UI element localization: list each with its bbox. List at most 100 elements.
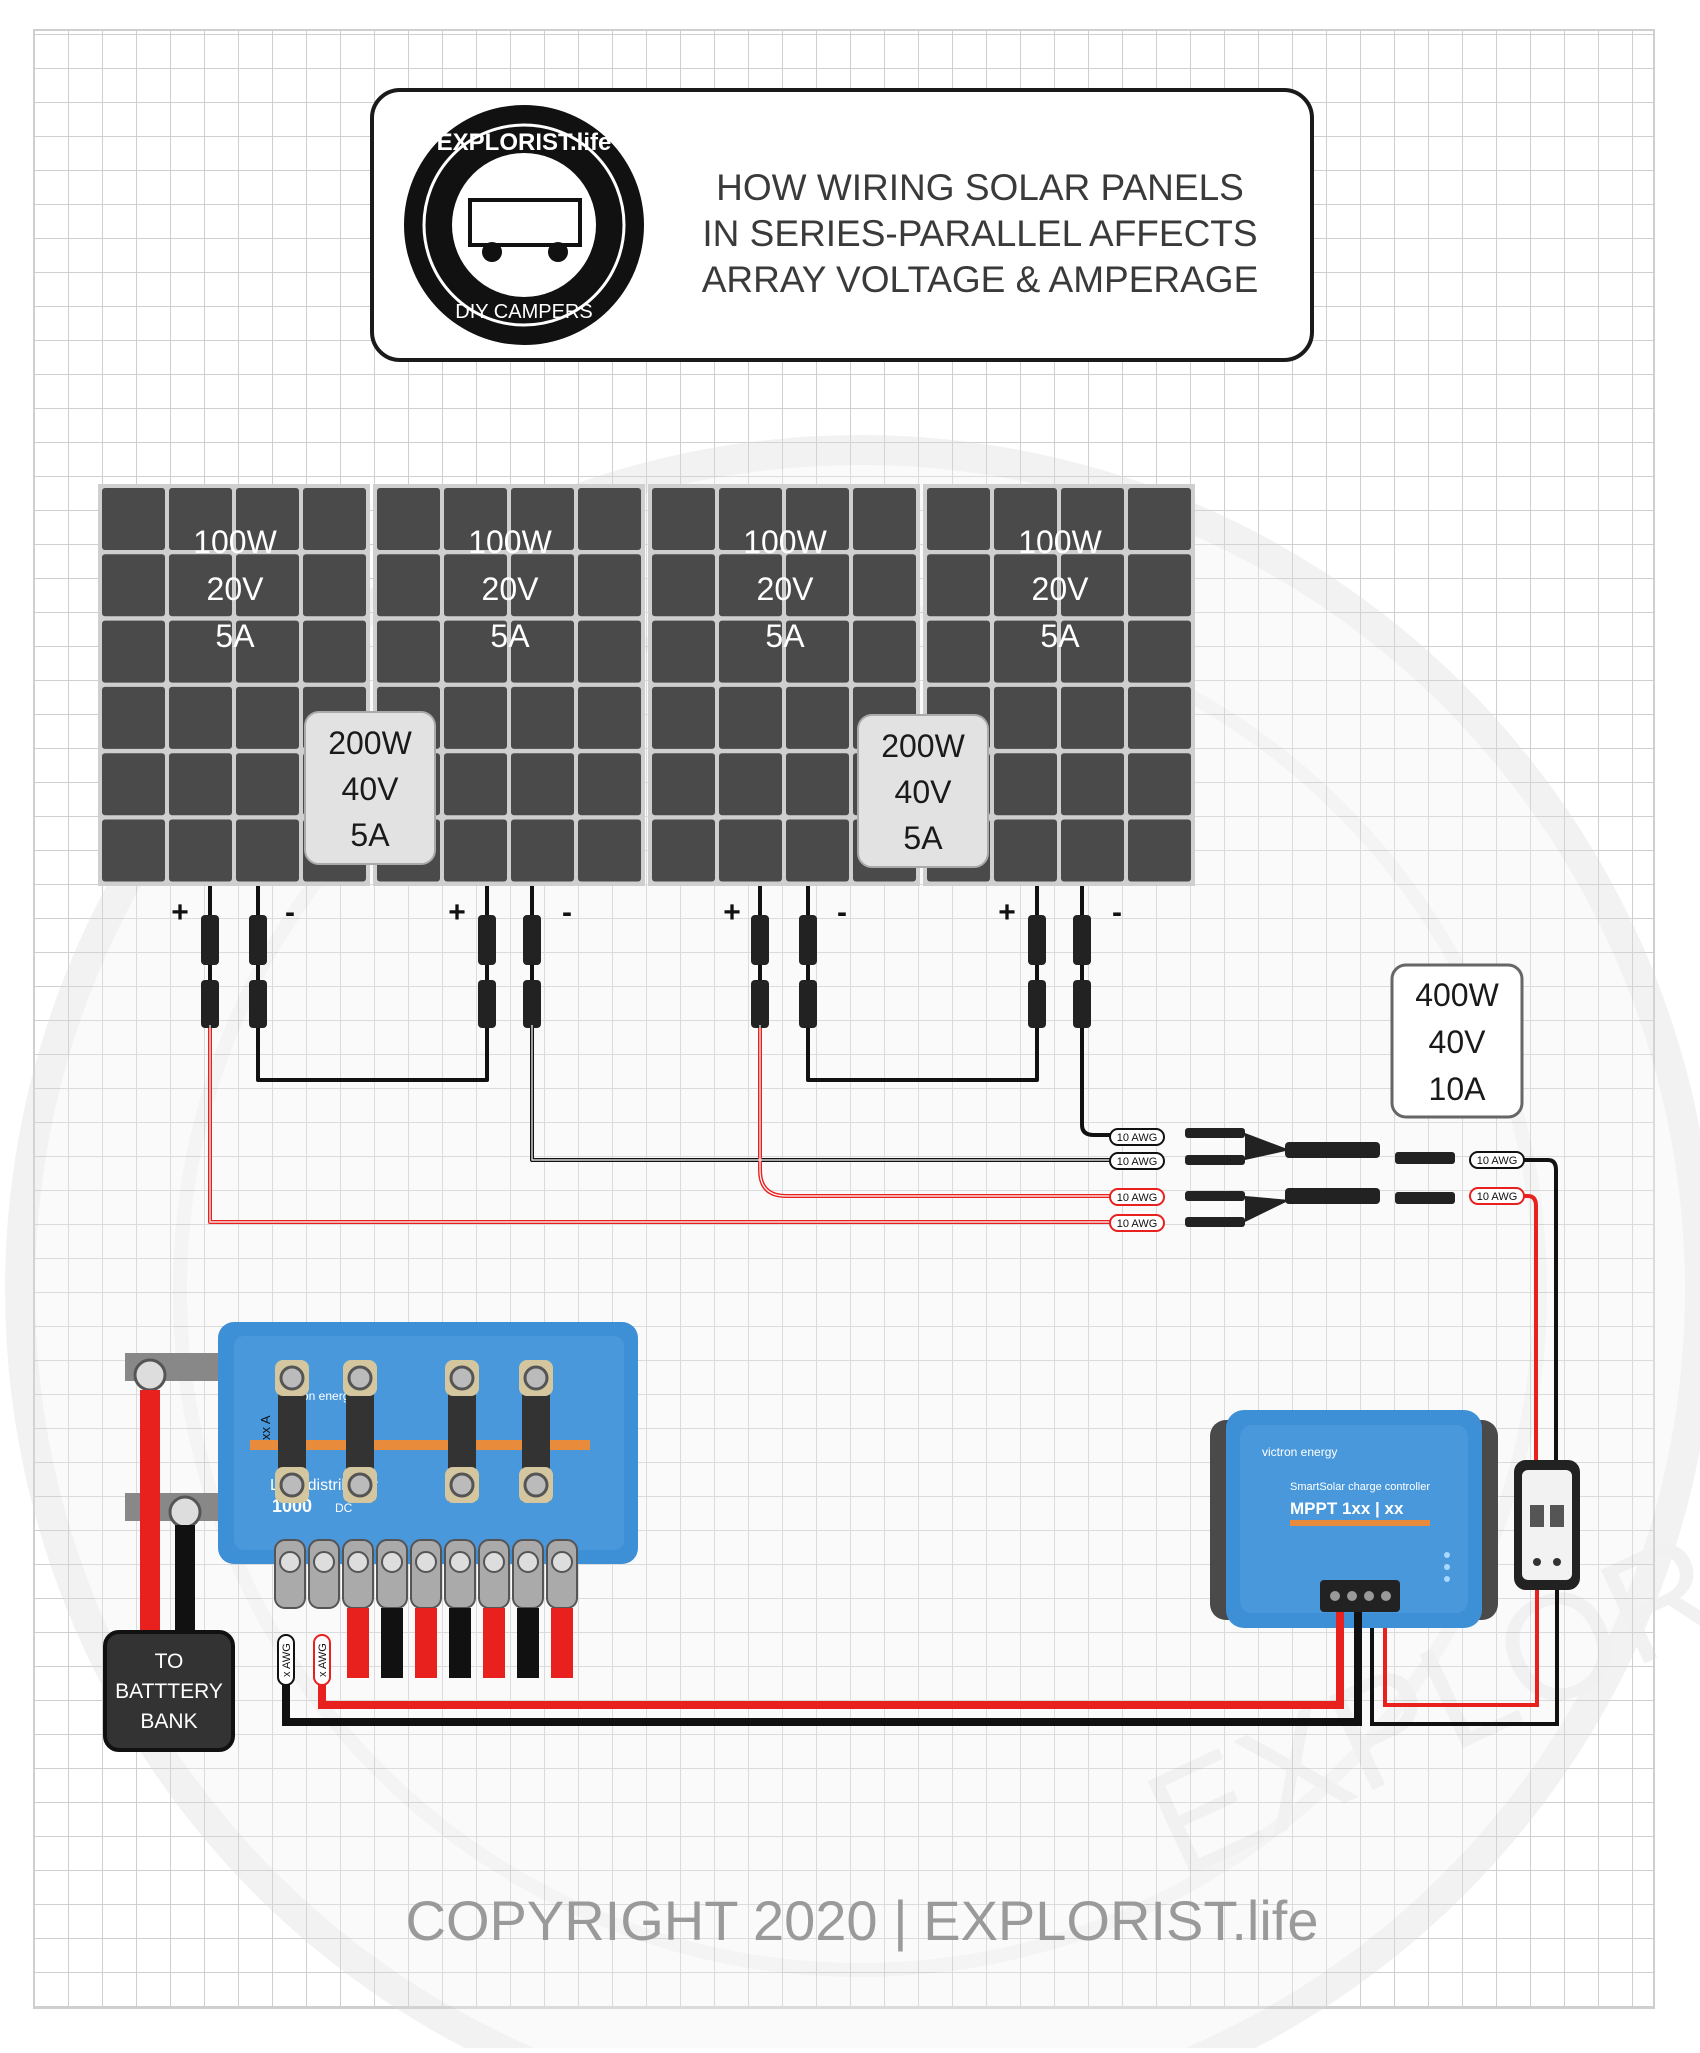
busbar-fuse-1 [275,1360,309,1503]
panel-1-minus-label: - [285,896,295,929]
battery-negative-cable [175,1525,195,1650]
output-lug-9 [546,1539,578,1678]
solar-panel-2 [373,484,645,886]
awg-label-pos-1: 10 AWG [1109,1188,1165,1206]
series-jumper-1 [256,1025,489,1082]
panel-1-volts: 20V [207,571,265,607]
negative-wire-string-2 [1080,1025,1110,1137]
svg-text:10 AWG: 10 AWG [1117,1218,1158,1230]
series-group-2-badge: 200W 40V 5A [857,714,989,868]
van-icon [468,198,582,247]
svg-text:x AWG: x AWG [317,1643,329,1677]
mppt-subtitle: SmartSolar charge controller [1290,1481,1430,1493]
series-2-watts: 200W [881,728,965,764]
mppt-terminal-block [1320,1580,1400,1612]
panel-1-plus-label: + [171,896,189,929]
svg-text:10 AWG: 10 AWG [1117,1156,1158,1168]
positive-inline-connector [1395,1192,1455,1204]
logo-bottom-text: DIY CAMPERS [455,301,592,323]
awg-label-neg-1: 10 AWG [1109,1128,1165,1146]
output-lug-8 [512,1539,544,1678]
title-line-1: HOW WIRING SOLAR PANELS [716,167,1244,208]
xawg-labels: x AWG x AWG [277,1634,331,1686]
copyright-text: COPYRIGHT 2020 | EXPLORIST.life [406,1889,1319,1952]
battery-label-2: BATTTERY [115,1680,223,1703]
output-lug-6 [444,1539,476,1678]
panel-4-watts: 100W [1018,524,1102,560]
panel-2-specs: 100W 20V 5A [468,524,552,654]
series-jumper-2 [806,1025,1039,1082]
svg-text:10 AWG: 10 AWG [1477,1191,1518,1203]
panel-1-watts: 100W [193,524,277,560]
breaker-switch-2[interactable] [1550,1505,1564,1527]
output-lug-1 [274,1539,306,1609]
mppt-brand: victron energy [1262,1445,1337,1459]
title-line-2: IN SERIES-PARALLEL AFFECTS [702,213,1257,254]
busbar-fuse-3 [445,1360,479,1503]
array-total-amps: 10A [1429,1071,1487,1107]
output-lug-2 [308,1539,340,1609]
panel-3-plus-label: + [723,896,741,929]
series-1-watts: 200W [328,725,412,761]
lynx-distributor: victron energy Lynx distributor 1000 DC … [125,1322,638,1678]
panel-lead-connector [751,886,769,1028]
panel-lead-connector [799,886,817,1028]
xawg-label-negative: x AWG [277,1634,295,1686]
output-lug-3 [342,1539,374,1678]
panel-lead-connector [1073,886,1091,1028]
busbar-fuses [275,1360,553,1503]
panel-3-minus-label: - [837,896,847,929]
series-1-amps: 5A [350,817,390,853]
panel-lead-connector [201,886,219,1028]
fuse-rating-label: xx A [258,1415,273,1440]
series-2-amps: 5A [903,820,943,856]
awg-label-neg-2: 10 AWG [1109,1152,1165,1170]
panel-4-amps: 5A [1040,618,1080,654]
busbar-fuse-2 [343,1360,377,1503]
breaker-switch-1[interactable] [1530,1505,1544,1527]
terminal-labels: + - + - + - + - [171,896,1122,929]
pv-breaker[interactable] [1514,1460,1580,1590]
panel-3-amps: 5A [765,618,805,654]
series-group-1-badge: 200W 40V 5A [304,711,436,865]
busbar-dc-text: DC [335,1501,353,1515]
mppt-charge-controller: victron energy SmartSolar charge control… [1210,1410,1498,1628]
mc4-branch-connectors [1185,1128,1455,1227]
panel-4-volts: 20V [1032,571,1090,607]
panel-4-specs: 100W 20V 5A [1018,524,1102,654]
panel-4-plus-label: + [998,896,1016,929]
panel-2-watts: 100W [468,524,552,560]
mppt-orange-stripe [1290,1520,1430,1526]
array-total-badge: 400W 40V 10A [1390,963,1524,1119]
awg-label-pos-out: 10 AWG [1469,1187,1525,1205]
panel-lead-connector [1028,886,1046,1028]
array-output-wires [1524,1158,1558,1510]
logo-top-text: EXPLORIST.life [437,129,612,156]
page-title: HOW WIRING SOLAR PANELS IN SERIES-PARALL… [702,167,1259,300]
array-total-watts: 400W [1415,977,1499,1013]
svg-text:x AWG: x AWG [281,1643,293,1677]
panel-2-plus-label: + [448,896,466,929]
series-1-volts: 40V [342,771,400,807]
panel-1-amps: 5A [215,618,255,654]
busbar-output-lugs [274,1539,578,1678]
battery-positive-cable [140,1390,160,1650]
title-line-3: ARRAY VOLTAGE & AMPERAGE [702,259,1259,300]
busbar-orange-stripe [250,1440,590,1450]
battery-label-1: TO [155,1650,184,1673]
panel-4-minus-label: - [1112,896,1122,929]
panel-lead-connector [478,886,496,1028]
positive-branch-connector [1185,1188,1380,1227]
panel-3-specs: 100W 20V 5A [743,524,827,654]
output-lug-5 [410,1539,442,1678]
panel-1-specs: 100W 20V 5A [193,524,277,654]
xawg-label-positive: x AWG [313,1634,331,1686]
header: EXPLORIST.life DIY CAMPERS HOW WIRING SO… [370,88,1314,362]
negative-branch-connector [1185,1128,1380,1165]
explorist-logo: EXPLORIST.life DIY CAMPERS [404,105,644,345]
series-2-volts: 40V [895,774,953,810]
output-lug-4 [376,1539,408,1678]
mppt-model: MPPT 1xx | xx [1290,1499,1404,1518]
